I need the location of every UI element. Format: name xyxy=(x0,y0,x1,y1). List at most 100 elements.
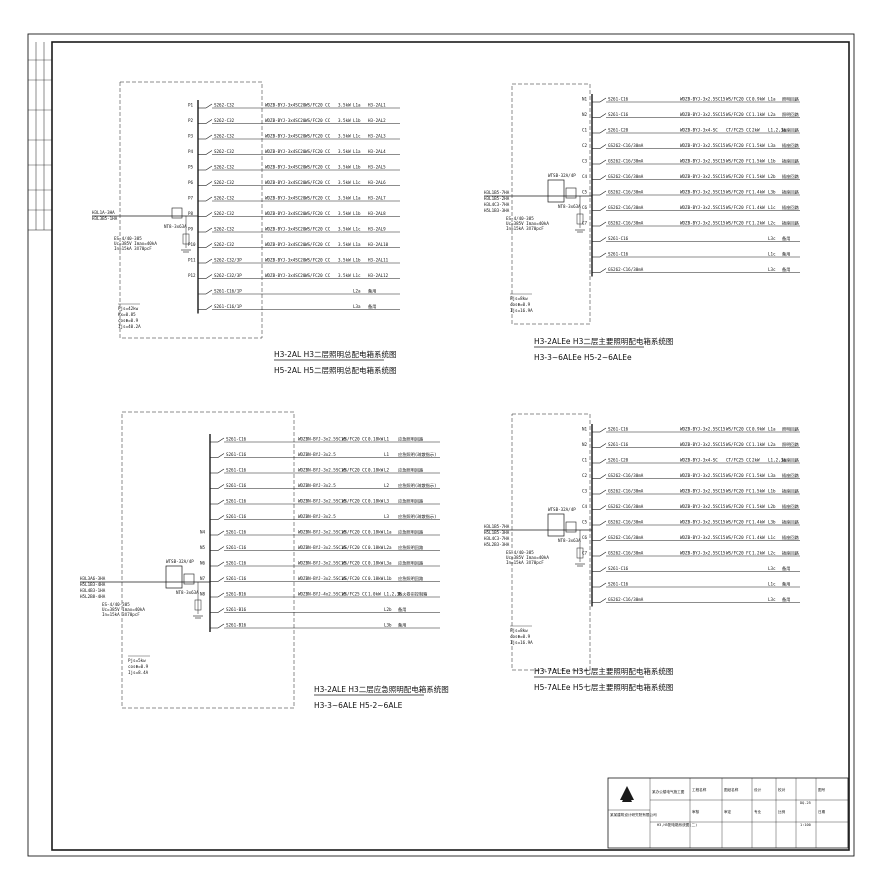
breaker-model: S262-C32 xyxy=(214,103,235,108)
incoming-source-label: H3L4C3-7HA xyxy=(484,536,510,541)
circuit-id: N5 xyxy=(200,545,206,550)
laying-method: WS/FC20 CC xyxy=(305,211,331,216)
spd-detail: Uc=385V Imax=40kA xyxy=(506,555,549,560)
phase-label: L1b xyxy=(353,211,361,216)
company-logo-icon xyxy=(622,791,632,802)
load-power: 0.18kW xyxy=(368,437,384,442)
breaker-model: GS262-C16/30mA xyxy=(608,551,644,556)
phase-label: L1b xyxy=(768,489,776,494)
circuit-destination: H3-2AL5 xyxy=(368,165,386,170)
circuit-id: C6 xyxy=(582,535,588,540)
load-power: 1.4kW xyxy=(752,205,765,210)
cable-spec: WDZBN-BYJ-3x2.5SC15 xyxy=(298,530,346,535)
circuit-destination: 插座回路 xyxy=(782,503,800,510)
circuit-destination: 备用 xyxy=(782,581,790,588)
enclosure-dashed-box xyxy=(119,81,263,339)
phase-label: L1a xyxy=(768,97,776,102)
outer-border xyxy=(27,33,855,857)
cable-spec: WDZB-BYJ-3x2.5SC15 xyxy=(680,112,726,117)
circuit-destination: 应急照明回路 xyxy=(398,560,424,567)
breaker-model: S261-C16 xyxy=(226,468,247,473)
breaker-contact-icon xyxy=(217,437,225,443)
phase-label: L1c xyxy=(768,205,776,210)
laying-method: WS/FC20 CC xyxy=(342,545,368,550)
phase-label: L1b xyxy=(353,165,361,170)
breaker-model: S261-C16 xyxy=(608,252,629,257)
phase-label: L1,2,3b xyxy=(384,592,402,597)
laying-method: WS/FC20 CC xyxy=(305,149,331,154)
laying-method: WS/FC20 CC xyxy=(342,437,368,442)
circuit-id: C2 xyxy=(582,473,588,478)
circuit-id: P4 xyxy=(188,149,194,154)
circuit-destination: 插座回路 xyxy=(782,142,800,149)
cable-spec: WDZB-BYJ-3x4SC20 xyxy=(265,258,306,263)
phase-label: L2a xyxy=(768,112,776,117)
laying-method: WS/FC20 CC xyxy=(726,112,752,117)
breaker-model: S261-C16 xyxy=(608,97,629,102)
load-power: 3.5kW xyxy=(338,118,351,123)
title-block-label: 专业 xyxy=(754,809,762,814)
drawing-number: DQ-25 xyxy=(800,801,811,805)
load-power: 3.5kW xyxy=(338,149,351,154)
breaker-contact-icon xyxy=(599,520,607,526)
spd-detail: Uc=385V Imax=40kA xyxy=(102,607,145,612)
cable-spec: WDZB-BYJ-3x4SC20 xyxy=(265,149,306,154)
phase-label: L3b xyxy=(768,520,776,525)
phase-label: L1 xyxy=(384,437,390,442)
breaker-model: GS262-C16/30mA xyxy=(608,159,644,164)
main-breaker-icon xyxy=(565,187,577,199)
inner-frame xyxy=(51,41,850,851)
circuit-destination: H3-2AL12 xyxy=(368,273,389,278)
circuit-destination: 插座回路 xyxy=(782,534,800,541)
spd-model: ES-4/40-385 xyxy=(506,550,534,555)
breaker-model: S262-C32 xyxy=(214,134,235,139)
breaker-contact-icon xyxy=(599,567,607,572)
load-power: 1.4kW xyxy=(752,190,765,195)
load-parameter: cosΦ=0.9 xyxy=(118,318,139,323)
spd-model: ES-4/40-385 xyxy=(506,216,534,221)
circuit-destination: 备用 xyxy=(368,288,376,295)
cable-spec: WDZB-BYJ-3x4SC20 xyxy=(265,103,306,108)
breaker-contact-icon xyxy=(205,165,213,171)
load-power: 1.2kW xyxy=(752,551,765,556)
laying-method: WS/FC20 FC xyxy=(726,174,752,179)
phase-label: L2c xyxy=(768,221,776,226)
circuit-destination: 应急照明回路 xyxy=(398,529,424,536)
circuit-destination: 插座回路 xyxy=(782,519,800,526)
breaker-contact-icon xyxy=(599,190,607,196)
incoming-source-label: H3L4C3-7HA xyxy=(484,202,510,207)
cable-spec: WDZB-BYJ-3x2.5SC15 xyxy=(680,190,726,195)
company-name: 某某建筑设计研究院有限公司 xyxy=(610,812,657,817)
spd-detail: In=15kA 3X70pcF xyxy=(506,560,544,565)
phase-label: L2 xyxy=(384,483,390,488)
load-power: 1.4kW xyxy=(752,535,765,540)
cable-spec: WDZBN-BYJ-3x2.5 xyxy=(298,452,336,457)
phase-label: L1a xyxy=(768,427,776,432)
load-power: 1.4kW xyxy=(752,520,765,525)
breaker-model: S261-C20 xyxy=(608,128,629,133)
breaker-contact-icon xyxy=(205,243,213,248)
breaker-model: S261-C16/1P xyxy=(214,304,242,309)
load-power: 3.5kW xyxy=(338,258,351,263)
breaker-contact-icon xyxy=(599,489,607,495)
laying-method: WS/FC20 FC xyxy=(726,489,752,494)
load-power: 3.5kW xyxy=(338,180,351,185)
breaker-model: S261-C16 xyxy=(226,545,247,550)
load-parameter: cosΦ=0.9 xyxy=(510,634,531,639)
breaker-model: S261-C16 xyxy=(226,437,247,442)
surge-protector-icon xyxy=(576,213,584,225)
load-power: 2kW xyxy=(752,128,760,133)
load-power: 0.18kW xyxy=(368,561,384,566)
project-name: 某办公楼电气施工图 xyxy=(652,789,685,794)
circuit-id: C4 xyxy=(582,504,588,509)
circuit-destination: 插座回路 xyxy=(782,457,800,464)
breaker-model: GS262-C16/30mA xyxy=(608,520,644,525)
circuit-destination: 应急照明回路 xyxy=(398,498,424,505)
circuit-destination: 备用 xyxy=(398,622,406,629)
phase-label: L1c xyxy=(768,582,776,587)
title-block-label: 设计 xyxy=(754,787,762,792)
breaker-model: S261-C16 xyxy=(608,566,629,571)
breaker-model: S262-C32 xyxy=(214,211,235,216)
laying-method: WS/FC20 FC xyxy=(726,504,752,509)
breaker-contact-icon xyxy=(217,546,225,551)
